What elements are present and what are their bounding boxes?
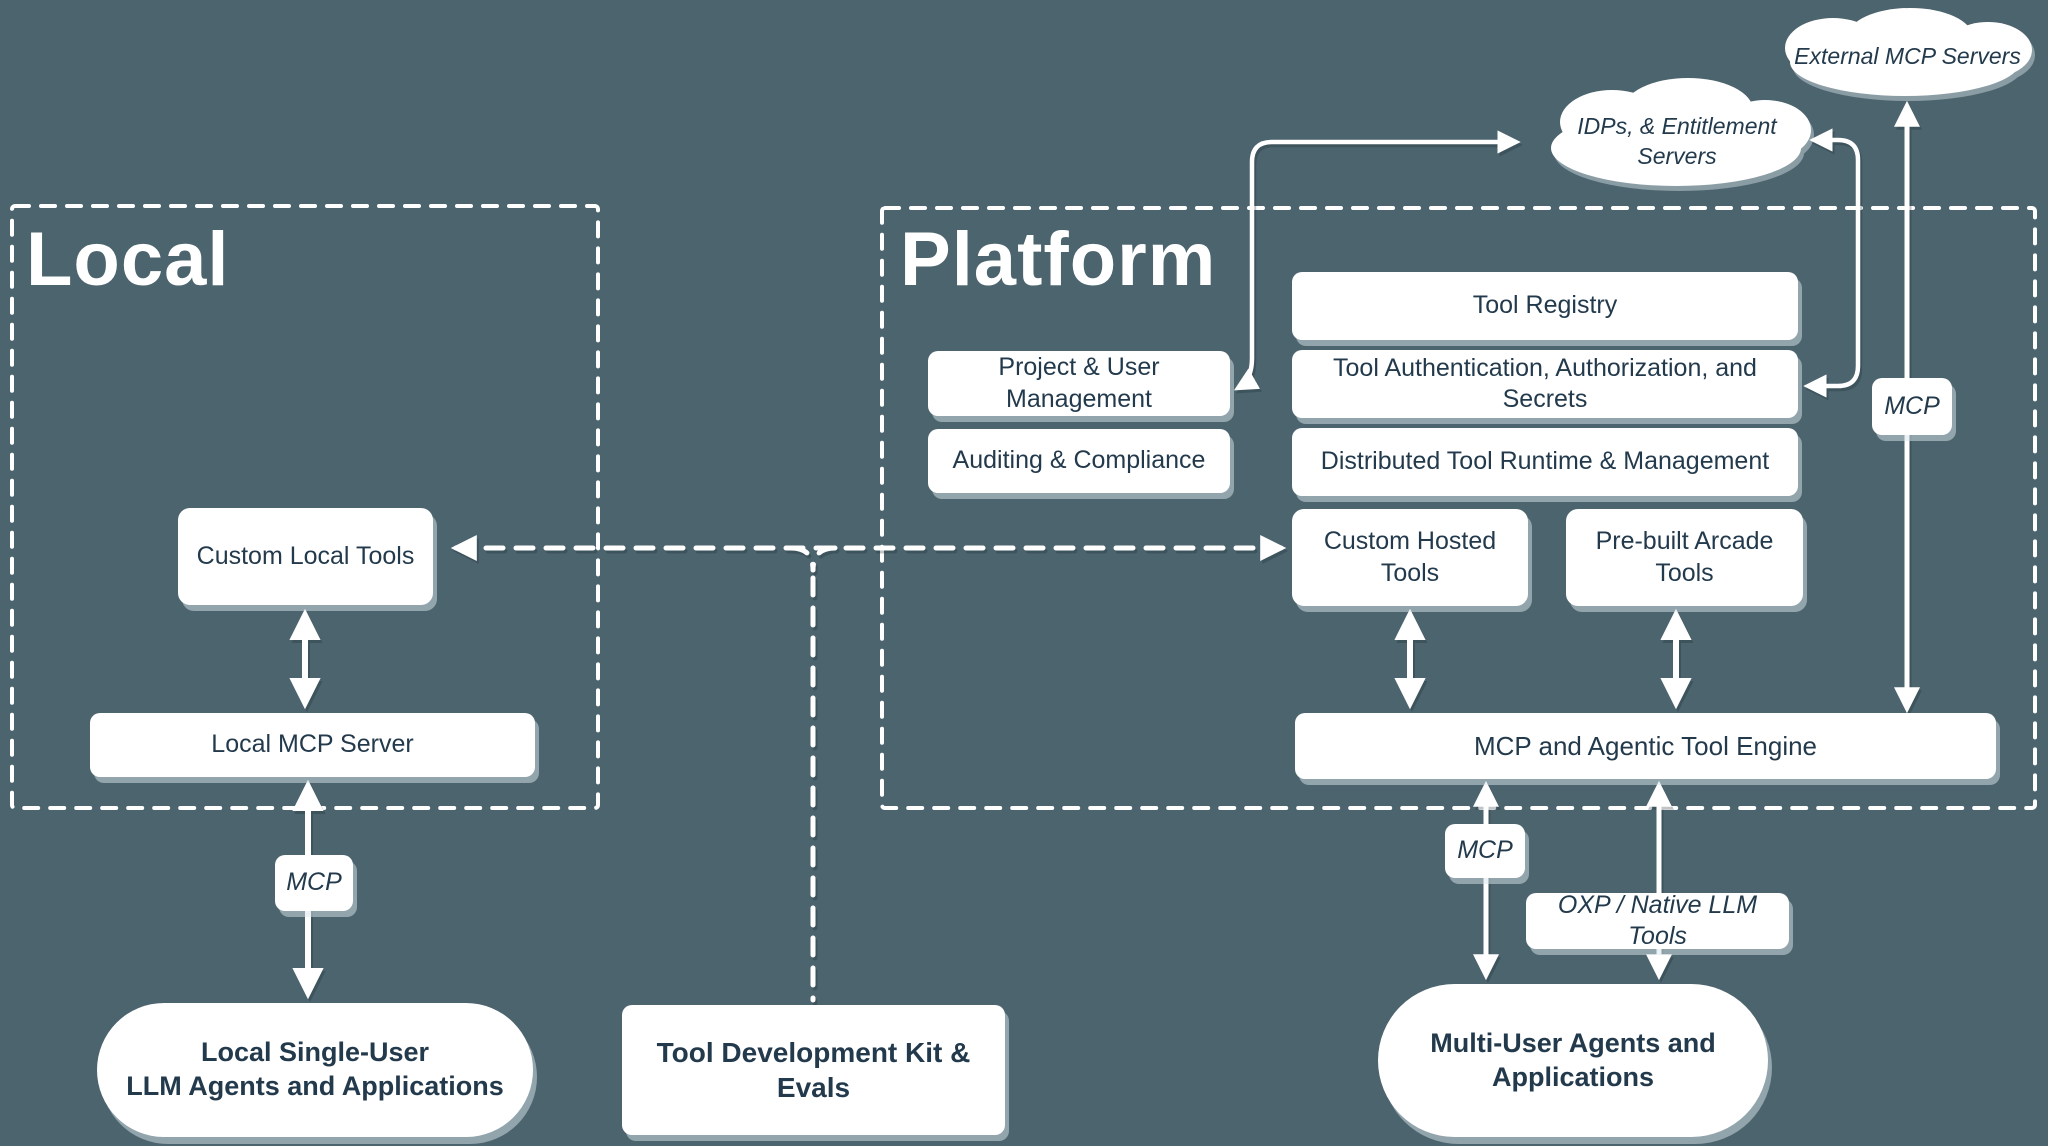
idps-cloud-label-line1: IDPs, & Entitlement (1577, 113, 1777, 139)
tool-development-kit-box: Tool Development Kit & Evals (622, 1005, 1005, 1135)
tool-registry-box: Tool Registry (1292, 272, 1798, 340)
local-region-border (10, 204, 600, 810)
platform-section-title: Platform (900, 217, 1217, 302)
local-agents-pill-line2: LLM Agents and Applications (126, 1071, 504, 1101)
multi-user-agents-pill: Multi-User Agents and Applications (1378, 984, 1768, 1137)
dashed-branch-curve-right (810, 545, 838, 573)
mcp-label-platform-bottom: MCP (1445, 824, 1525, 878)
oxp-native-llm-tools-label: OXP / Native LLM Tools (1526, 891, 1789, 950)
idps-cloud-label: IDPs, & Entitlement Servers (1553, 112, 1801, 172)
mcp-label-platform-top: MCP (1872, 378, 1952, 435)
project-user-management-box: Project & User Management (928, 351, 1230, 416)
local-mcp-server-box: Local MCP Server (90, 713, 535, 777)
external-mcp-cloud (1785, 8, 2032, 96)
external-mcp-cloud-label: External MCP Servers (1794, 43, 2021, 69)
multi-user-agents-pill-line1: Multi-User Agents and (1430, 1027, 1716, 1058)
multi-user-agents-pill-line2: Applications (1491, 1061, 1654, 1092)
local-section-title: Local (26, 217, 230, 302)
auditing-compliance-box: Auditing & Compliance (928, 429, 1230, 493)
custom-local-tools-box: Custom Local Tools (178, 508, 433, 605)
custom-hosted-tools-box: Custom Hosted Tools (1292, 509, 1528, 606)
arrow-project-user-mgmt-idps-cloud (1233, 130, 1521, 391)
arrow-idps-cloud-tool-auth (1803, 128, 1861, 398)
idps-cloud-label-line2: Servers (1637, 142, 1717, 169)
dashed-branch-curve-left (788, 545, 816, 573)
mcp-label-local: MCP (275, 855, 353, 911)
local-agents-pill-line1: Local Single-User (200, 1037, 430, 1068)
idps-entitlement-cloud (1551, 78, 1811, 186)
distributed-runtime-box: Distributed Tool Runtime & Management (1292, 428, 1798, 496)
prebuilt-arcade-tools-box: Pre-built Arcade Tools (1566, 509, 1803, 606)
tool-auth-box: Tool Authentication, Authorization, and … (1292, 350, 1798, 418)
mcp-engine-box: MCP and Agentic Tool Engine (1295, 713, 1996, 779)
local-agents-pill: Local Single-User LLM Agents and Applica… (97, 1003, 533, 1137)
